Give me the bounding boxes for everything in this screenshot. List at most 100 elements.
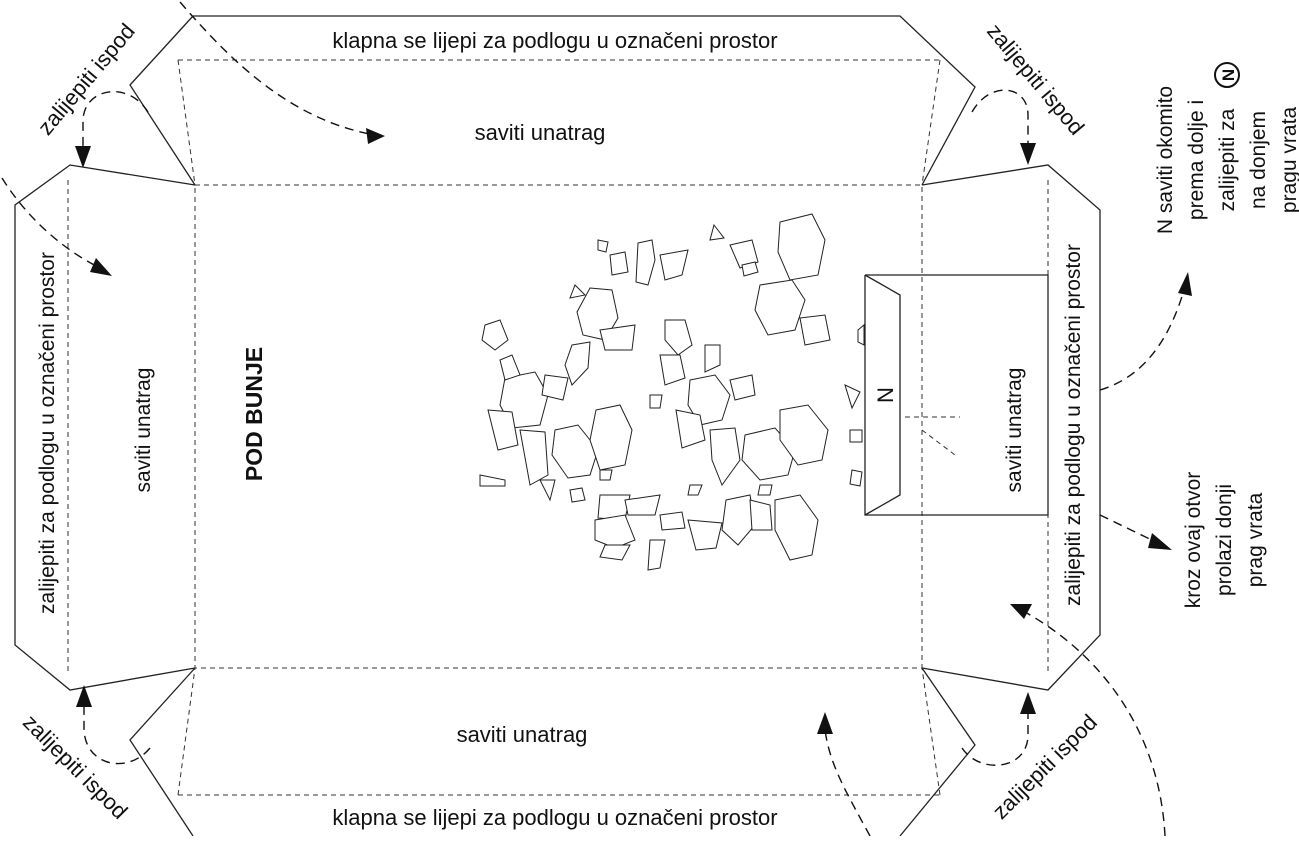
stone-wall-texture	[479, 213, 865, 571]
stone	[609, 251, 629, 276]
stone	[729, 374, 756, 401]
stone	[687, 519, 723, 551]
stone	[799, 314, 831, 346]
arrowhead	[75, 146, 91, 168]
stone	[709, 223, 725, 241]
bottom-flap-label: klapna se lijepi za podlogu u označeni p…	[332, 805, 777, 830]
stone	[624, 494, 661, 516]
fold-left-label: saviti unatrag	[132, 368, 155, 493]
arrow-note-n	[1099, 289, 1185, 391]
arrowhead	[817, 712, 833, 734]
arrowhead	[1020, 143, 1036, 165]
stone	[709, 427, 741, 487]
note-hole: kroz ovaj otvor prolazi donji prag vrata	[1182, 472, 1267, 609]
labels: klapna se lijepi za podlogu u označeni p…	[18, 19, 1299, 830]
stone	[741, 261, 759, 277]
glue-left-label: zalijepiti za podlogu u označeni prostor	[36, 252, 59, 614]
note-n-line: zalijepiti za	[1216, 108, 1239, 211]
note-n-line: prema dolje i	[1185, 100, 1208, 220]
arrowhead	[1010, 604, 1032, 619]
fold-right-label: saviti unatrag	[1003, 368, 1026, 493]
stone	[659, 511, 686, 531]
stone	[599, 469, 613, 481]
arrowhead	[76, 685, 92, 707]
glue-under-tr-label: zalijepiti ispod	[982, 19, 1089, 140]
arrow-glue-bl	[83, 705, 151, 765]
arrowhead	[90, 258, 112, 276]
stone	[664, 319, 693, 356]
stone	[849, 429, 863, 443]
stone	[499, 354, 521, 381]
note-hole-line: prolazi donji	[1213, 484, 1236, 596]
stone	[551, 424, 599, 479]
stone	[569, 284, 587, 299]
stone	[589, 404, 633, 471]
note-n-line: pragu vrata	[1278, 107, 1299, 214]
stone	[777, 213, 826, 281]
stone	[687, 484, 703, 496]
outer-cut-outline	[14, 15, 1101, 837]
arrowhead	[1178, 272, 1192, 296]
stone	[541, 374, 569, 401]
stone	[597, 239, 609, 253]
arrow-glue-br	[961, 712, 1029, 766]
glue-right-label: zalijepiti za podlogu u označeni prostor	[1062, 244, 1085, 606]
arrow-fold-bottom	[824, 729, 871, 837]
fold-bottom-label: saviti unatrag	[457, 722, 588, 747]
glue-under-tl-label: zalijepiti ispod	[33, 19, 140, 140]
stone	[857, 323, 865, 346]
page-title: POD BUNJE	[241, 347, 267, 481]
top-flap-label: klapna se lijepi za podlogu u označeni p…	[332, 28, 777, 53]
stone	[754, 279, 806, 336]
arrowhead	[1148, 533, 1172, 550]
note-hole-line: kroz ovaj otvor	[1182, 472, 1205, 609]
fold-lines	[67, 59, 1049, 796]
glue-under-bl-label: zalijepiti ispod	[18, 709, 133, 824]
stone	[635, 239, 656, 286]
note-n: N saviti okomito prema dolje i zalijepit…	[1154, 62, 1299, 234]
arrow-fold-right	[1024, 611, 1166, 837]
stone	[479, 474, 506, 487]
note-hole-line: prag vrata	[1244, 492, 1267, 587]
stone	[569, 487, 586, 503]
stone	[844, 384, 861, 410]
arrow-fold-top	[179, 1, 376, 136]
stone	[564, 341, 591, 386]
stone	[849, 469, 863, 487]
stone	[704, 344, 721, 373]
stone	[721, 494, 756, 546]
stone	[647, 539, 666, 571]
stone	[519, 429, 549, 486]
door-cutout	[864, 274, 1049, 516]
stone	[599, 324, 636, 351]
glue-under-br-label: zalijepiti ispod	[987, 709, 1102, 824]
stone	[599, 544, 631, 561]
stone	[757, 484, 773, 496]
arrowhead	[366, 128, 385, 144]
stone	[675, 409, 706, 449]
n-symbol-circle	[1214, 62, 1240, 88]
arrow-glue-tr	[971, 89, 1029, 145]
stone	[481, 319, 509, 351]
stone	[659, 249, 689, 281]
note-n-line: N saviti okomito	[1154, 86, 1177, 234]
stone	[487, 409, 519, 451]
stone	[749, 499, 773, 531]
stone	[729, 239, 759, 269]
door-letter: N	[873, 387, 898, 403]
stone	[774, 494, 819, 561]
arrowhead	[1020, 692, 1036, 714]
fold-top-label: saviti unatrag	[475, 120, 606, 145]
stone	[594, 514, 636, 549]
stone	[539, 479, 556, 502]
arrow-fold-left	[1, 177, 101, 269]
stone	[659, 354, 686, 386]
arrow-note-hole	[1099, 514, 1159, 544]
n-symbol: N	[1219, 69, 1238, 81]
guide-arrows	[1, 1, 1192, 837]
stone	[687, 374, 731, 426]
stone	[649, 394, 663, 409]
note-n-line: na donjem	[1247, 111, 1270, 209]
